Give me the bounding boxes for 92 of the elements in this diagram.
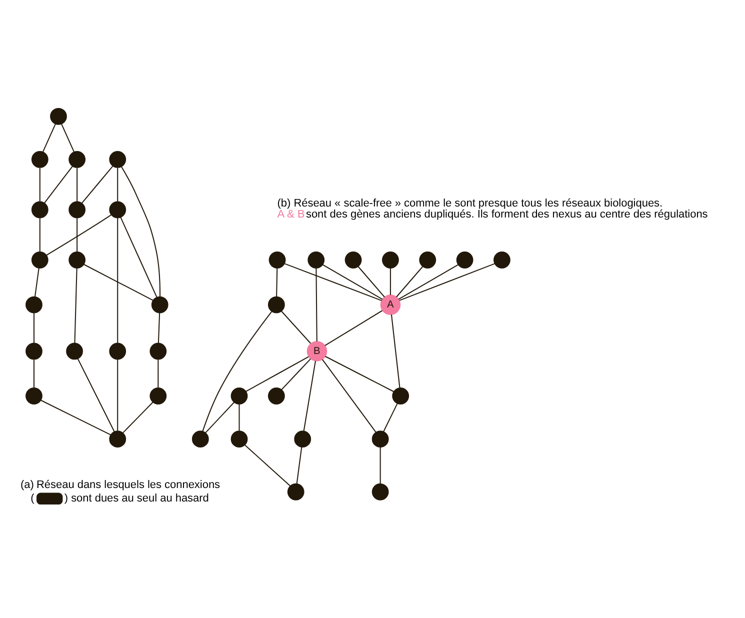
connector: [39, 218, 40, 252]
connector: [117, 218, 118, 344]
connector: [40, 400, 111, 436]
node-circle: [109, 342, 126, 360]
connector: [325, 356, 394, 392]
node-circle: [392, 388, 410, 404]
node-circle: [344, 252, 362, 268]
connector: [303, 360, 316, 432]
node-circle: [26, 342, 42, 360]
connector: [84, 264, 154, 301]
node-circle: [26, 388, 42, 404]
node-circle: [50, 108, 67, 125]
node-circle: [31, 252, 48, 268]
node-circle: [230, 388, 248, 404]
node-circle: [294, 430, 312, 448]
connector: [33, 313, 34, 344]
connector: [120, 217, 158, 298]
connector: [33, 360, 34, 388]
node-circle: [66, 342, 83, 360]
connector: [61, 124, 74, 152]
node-circle: [456, 252, 474, 268]
connector: [121, 166, 160, 296]
connector: [398, 264, 458, 300]
label: (a): [20, 478, 34, 491]
connector: [281, 310, 311, 344]
connector: [396, 266, 424, 298]
node-circle: [372, 483, 389, 500]
connector: [390, 314, 400, 388]
label: (: [30, 492, 34, 505]
connector: [44, 166, 73, 204]
node-circle: [268, 388, 285, 404]
connector: [122, 402, 154, 434]
node-circle: B: [306, 341, 328, 362]
node-circle: [308, 252, 325, 268]
node-circle: [419, 252, 436, 268]
node-circle: [494, 252, 510, 268]
connector: [39, 168, 40, 202]
connector: [76, 168, 78, 202]
connector: [246, 356, 309, 392]
node-circle: [372, 430, 389, 448]
connector: [284, 263, 382, 302]
connector: [81, 166, 114, 204]
connector: [77, 358, 115, 432]
connector: [276, 268, 278, 297]
label: ) sont dues au seul au hasard: [64, 492, 209, 505]
node-circle: [150, 342, 167, 360]
connector: [244, 444, 291, 486]
label: sont des gènes anciens dupliqués. Ils forment des nexus au centre des régulations: [306, 208, 708, 221]
connector: [158, 360, 159, 388]
node-circle: [109, 430, 126, 448]
node-circle: [382, 252, 399, 268]
connector: [34, 268, 40, 297]
node-circle: [151, 296, 168, 314]
connector: [205, 402, 235, 434]
connector: [117, 168, 118, 202]
label: A & B: [277, 208, 305, 221]
connector: [158, 313, 160, 344]
connector: [399, 263, 495, 301]
connector: [238, 404, 240, 431]
label: Réseau dans lesquels les connexions: [36, 478, 220, 491]
connector: [202, 311, 272, 432]
connector: [76, 218, 78, 252]
node-circle: [230, 430, 248, 448]
connector: [390, 268, 391, 296]
node-circle: [192, 430, 209, 448]
node-circle: [68, 201, 86, 218]
node-circle: [287, 483, 304, 500]
connector: [46, 214, 112, 256]
node-circle: [150, 388, 167, 404]
connector: [322, 264, 383, 300]
node-circle: [26, 296, 42, 314]
node-circle: [109, 151, 126, 168]
node-circle: [31, 151, 48, 168]
connector: [322, 359, 376, 433]
connector: [324, 310, 383, 346]
connector: [380, 447, 381, 484]
label: (b) Réseau « scale-free » comme le sont presque tous les réseaux biologiques.: [277, 198, 663, 210]
connector: [296, 447, 302, 484]
connector: [281, 358, 311, 390]
node-circle: [268, 252, 286, 268]
connector: [117, 359, 118, 431]
node-circle: [109, 201, 126, 218]
connector: [316, 268, 318, 342]
node-circle: [268, 296, 285, 314]
node-circle: [68, 252, 86, 268]
node-circle: A: [380, 294, 401, 315]
node-circle: [68, 151, 86, 168]
connector: [358, 266, 385, 298]
node-circle: [31, 201, 48, 218]
connector: [383, 403, 398, 432]
connector: [42, 124, 56, 152]
connector: [74, 268, 78, 344]
